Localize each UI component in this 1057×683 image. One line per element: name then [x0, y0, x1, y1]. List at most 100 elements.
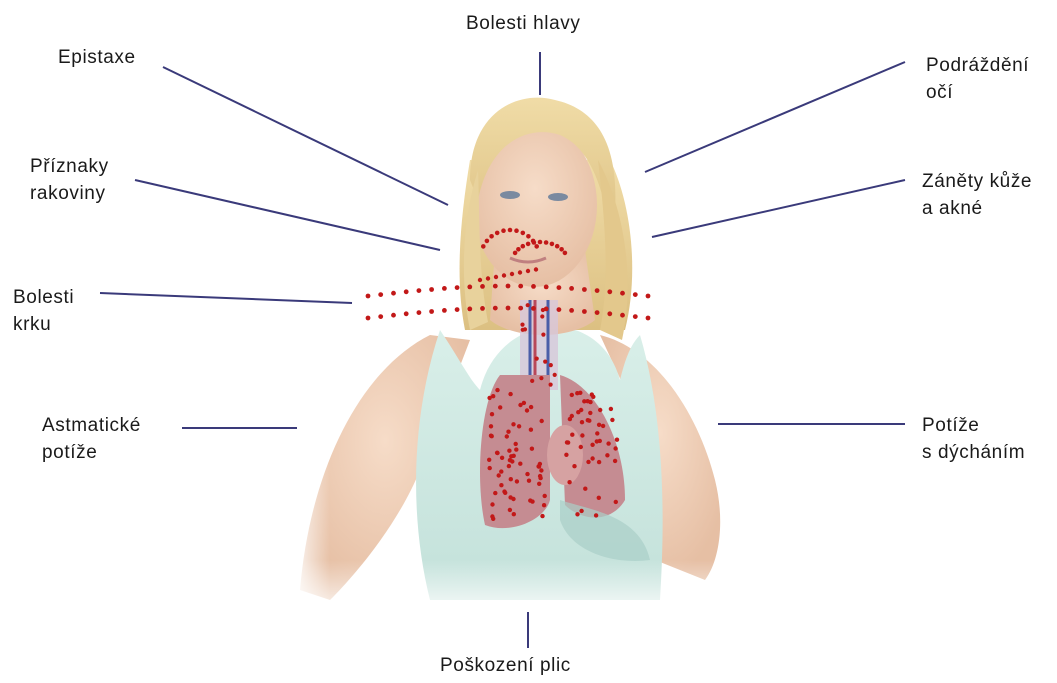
red-dot — [531, 306, 536, 311]
red-dot — [391, 291, 396, 296]
red-dot — [543, 360, 547, 364]
red-dot — [508, 392, 512, 396]
red-dot — [497, 473, 501, 477]
red-dot — [521, 244, 526, 249]
eye-left — [500, 191, 520, 199]
red-dot — [605, 453, 609, 457]
red-dot — [597, 460, 601, 464]
label-priznaky-rakoviny: Příznaky rakoviny — [30, 153, 109, 207]
label-line: Příznaky — [30, 153, 109, 180]
red-dot — [539, 376, 543, 380]
red-dot — [467, 285, 472, 290]
red-dot — [512, 512, 516, 516]
red-dot — [506, 306, 511, 311]
red-dot — [490, 514, 494, 518]
red-dot — [528, 498, 532, 502]
red-dot — [541, 308, 545, 312]
label-line: s dýcháním — [922, 439, 1025, 466]
red-dot — [582, 309, 587, 314]
red-dot — [531, 284, 536, 289]
red-dot — [620, 313, 625, 318]
red-dot — [486, 276, 490, 280]
red-dot — [557, 285, 562, 290]
red-dot — [534, 267, 538, 271]
red-dot — [513, 251, 518, 256]
red-dot — [557, 307, 562, 312]
red-dot — [620, 291, 625, 296]
red-dot — [582, 287, 587, 292]
label-line: Poškození plic — [440, 652, 571, 679]
red-dot — [586, 460, 590, 464]
red-dot — [490, 502, 494, 506]
red-dot — [540, 514, 544, 518]
red-dot — [514, 442, 518, 446]
red-dot — [500, 456, 504, 460]
label-podrazdeni-oci: Podráždění očí — [926, 52, 1029, 106]
red-dot — [508, 495, 512, 499]
red-dot — [563, 251, 568, 256]
red-dot — [506, 284, 511, 289]
red-dot — [521, 328, 525, 332]
red-dot — [538, 240, 543, 245]
red-dot — [521, 231, 526, 236]
leader-line-krk — [100, 293, 352, 303]
red-dot — [518, 270, 522, 274]
red-dot — [540, 419, 544, 423]
red-dot — [493, 306, 498, 311]
red-dot — [633, 314, 638, 319]
red-dot — [517, 424, 521, 428]
red-dot — [572, 464, 576, 468]
label-epistaxe: Epistaxe — [58, 44, 136, 71]
red-dot — [538, 476, 542, 480]
red-dot — [516, 247, 521, 252]
label-line: Bolesti — [13, 284, 74, 311]
red-dot — [526, 242, 531, 247]
leader-line-rakovina — [135, 180, 440, 250]
red-dot — [417, 288, 422, 293]
red-dot — [518, 462, 522, 466]
red-dot — [480, 306, 485, 311]
red-dot — [525, 472, 529, 476]
label-line: Potíže — [922, 412, 1025, 439]
red-dot — [615, 438, 619, 442]
red-dot — [543, 494, 547, 498]
red-dot — [518, 306, 523, 311]
red-dot — [541, 333, 545, 337]
red-dot — [578, 391, 582, 395]
red-dot — [481, 244, 486, 249]
red-dot — [540, 314, 544, 318]
red-dot — [614, 500, 618, 504]
red-dot — [550, 242, 555, 247]
label-bolesti-krku: Bolesti krku — [13, 284, 74, 338]
red-dot — [570, 393, 574, 397]
red-dot — [514, 447, 518, 451]
red-dot — [455, 307, 460, 312]
red-dot — [590, 443, 594, 447]
red-dot — [609, 407, 613, 411]
red-dot — [366, 316, 371, 321]
red-dot — [601, 424, 605, 428]
red-dot — [503, 491, 507, 495]
eye-right — [548, 193, 568, 201]
red-dot — [507, 464, 511, 468]
red-dot — [567, 480, 571, 484]
red-dot — [570, 414, 574, 418]
red-dot — [520, 323, 524, 327]
red-dot — [505, 434, 509, 438]
red-dot — [429, 309, 434, 314]
red-dot — [508, 458, 512, 462]
red-dot — [537, 482, 541, 486]
red-dot — [509, 454, 513, 458]
red-dot — [542, 503, 546, 507]
red-dot — [564, 453, 568, 457]
label-line: rakoviny — [30, 180, 109, 207]
red-dot — [579, 445, 583, 449]
red-dot — [490, 412, 494, 416]
red-dot — [588, 411, 592, 415]
red-dot — [391, 313, 396, 318]
red-dot — [494, 275, 498, 279]
red-dot — [502, 273, 506, 277]
red-dot — [508, 508, 512, 512]
red-dot — [525, 408, 529, 412]
